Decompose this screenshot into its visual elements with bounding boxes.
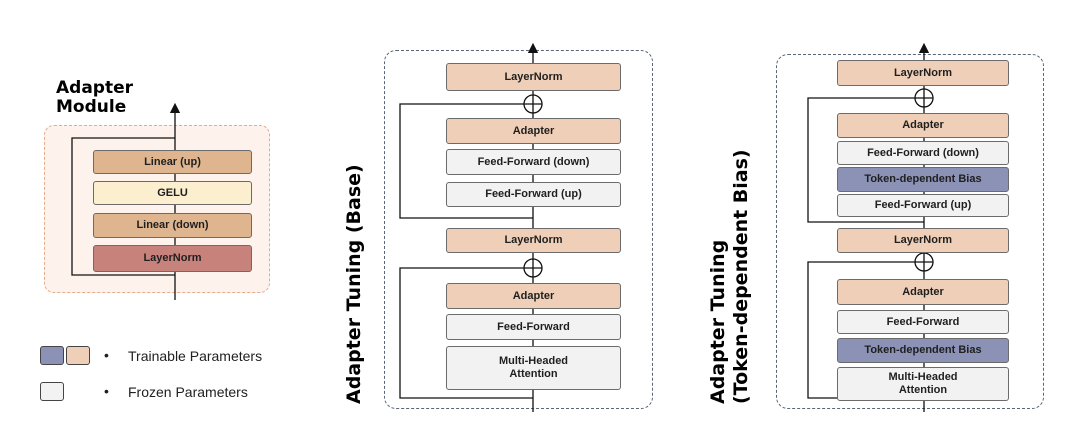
token-adapter-1: Adapter bbox=[837, 113, 1009, 138]
token-column-title-line1: Adapter Tuning bbox=[707, 239, 729, 404]
bullet-icon: • bbox=[104, 347, 109, 363]
layernorm-block: LayerNorm bbox=[93, 245, 252, 272]
linear-up-block: Linear (up) bbox=[93, 150, 252, 174]
token-multi-headed-attention: Multi-Headed Attention bbox=[837, 367, 1009, 401]
token-ff-up: Feed-Forward (up) bbox=[837, 194, 1009, 217]
base-ff-up: Feed-Forward (up) bbox=[446, 182, 621, 207]
token-dependent-bias-1: Token-dependent Bias bbox=[837, 167, 1009, 192]
legend-swatch-frozen bbox=[40, 382, 64, 401]
legend-trainable-label: Trainable Parameters bbox=[128, 348, 263, 364]
bullet-icon: • bbox=[104, 383, 109, 399]
token-feed-forward: Feed-Forward bbox=[837, 310, 1009, 334]
base-feed-forward: Feed-Forward bbox=[446, 314, 621, 340]
base-multi-headed-attention: Multi-Headed Attention bbox=[446, 346, 621, 390]
adapter-module-title-line2: Module bbox=[56, 97, 127, 117]
token-adapter-2: Adapter bbox=[837, 279, 1009, 305]
base-ff-down: Feed-Forward (down) bbox=[446, 149, 621, 175]
token-ff-down: Feed-Forward (down) bbox=[837, 141, 1009, 165]
base-layernorm-top: LayerNorm bbox=[446, 63, 621, 91]
base-adapter-2: Adapter bbox=[446, 283, 621, 309]
legend-swatch-purple bbox=[40, 346, 64, 365]
linear-down-block: Linear (down) bbox=[93, 213, 252, 238]
token-layernorm-top: LayerNorm bbox=[837, 60, 1009, 86]
legend-swatch-beige bbox=[66, 346, 90, 365]
token-layernorm-mid: LayerNorm bbox=[837, 228, 1009, 253]
base-column-title: Adapter Tuning (Base) bbox=[343, 164, 365, 404]
base-adapter-1: Adapter bbox=[446, 118, 621, 144]
adapter-module-title-line1: Adapter bbox=[56, 78, 134, 98]
legend-frozen-label: Frozen Parameters bbox=[128, 384, 248, 400]
token-column-title-line2: (Token-dependent Bias) bbox=[730, 149, 752, 404]
gelu-block: GELU bbox=[93, 181, 252, 205]
token-dependent-bias-2: Token-dependent Bias bbox=[837, 338, 1009, 363]
base-layernorm-mid: LayerNorm bbox=[446, 228, 621, 253]
